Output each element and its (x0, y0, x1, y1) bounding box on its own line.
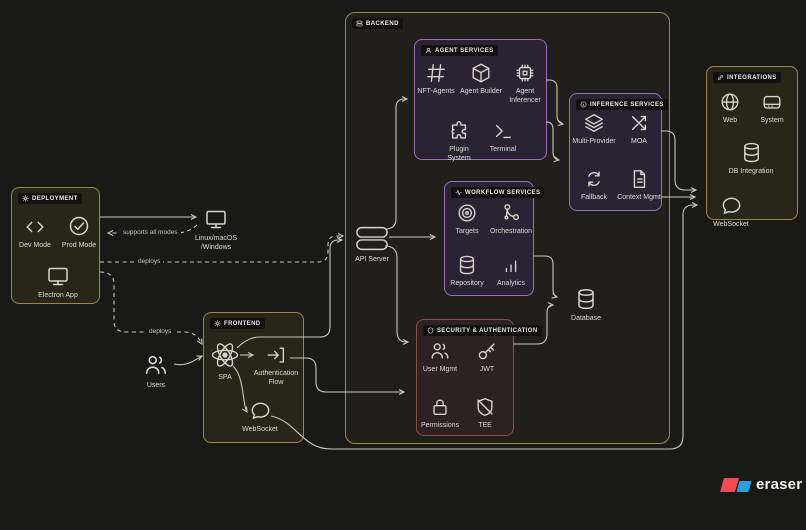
node-orchestration[interactable]: Orchestration (487, 202, 535, 236)
globe-icon (721, 93, 739, 111)
chat-bubble-icon (251, 402, 269, 419)
crossing-arrows-icon (631, 115, 647, 131)
group-inference-services[interactable]: INFERENCE SERVICES Multi-Provider MOA Fa… (569, 93, 668, 211)
node-jwt[interactable]: JWT (470, 340, 504, 374)
node-agent-builder[interactable]: Agent Builder (459, 62, 503, 96)
target-icon (458, 204, 476, 222)
layers-icon (585, 114, 603, 132)
group-workflow-services-header: WORKFLOW SERVICES (451, 187, 545, 198)
node-users[interactable]: Users (134, 352, 178, 390)
node-permissions[interactable]: Permissions (417, 396, 463, 430)
shield-icon (427, 327, 434, 334)
group-deployment-header: DEPLOYMENT (18, 193, 82, 204)
server-box-icon (763, 95, 781, 109)
database-icon (459, 255, 475, 275)
group-agent-services[interactable]: AGENT SERVICES NFT-Agents Agent Builder … (414, 39, 547, 163)
node-prod-mode[interactable]: Prod Mode (58, 214, 100, 250)
node-context-mgmt[interactable]: Context Mgmt (616, 168, 662, 202)
users-icon (431, 343, 449, 359)
group-security[interactable]: SECURITY & AUTHENTICATION User Mgmt JWT … (416, 319, 542, 436)
node-websocket-integration[interactable]: WebSocket (707, 194, 755, 229)
monitor-icon (48, 267, 68, 286)
node-system[interactable]: System (753, 91, 791, 125)
edge-users-spa (173, 355, 204, 366)
group-frontend-header: FRONTEND (210, 318, 265, 329)
server-stack-icon (356, 226, 388, 251)
node-database[interactable]: Database (562, 287, 610, 323)
user-icon (425, 47, 432, 54)
eraser-logo-text: eraser (756, 476, 803, 493)
node-web[interactable]: Web (713, 91, 747, 125)
group-workflow-services[interactable]: WORKFLOW SERVICES Targets Orchestration … (444, 181, 545, 296)
database-icon (578, 288, 594, 310)
activity-icon (455, 189, 462, 196)
node-auth-flow[interactable]: Authentication Flow (251, 344, 301, 387)
node-repository[interactable]: Repository (445, 254, 489, 288)
chip-icon (516, 64, 534, 82)
refresh-icon (588, 171, 600, 187)
gear-icon (214, 320, 221, 327)
node-dev-mode[interactable]: Dev Mode (15, 216, 55, 250)
edge-label-deploys-frontend: deploys (146, 328, 175, 335)
node-websocket-frontend[interactable]: WebSocket (236, 399, 284, 434)
node-plugin-system[interactable]: Plugin System (441, 120, 477, 163)
group-inference-services-header: INFERENCE SERVICES (576, 99, 668, 110)
group-deployment[interactable]: DEPLOYMENT Dev Mode Prod Mode Electron A… (11, 187, 100, 304)
node-analytics[interactable]: Analytics (491, 254, 531, 288)
group-integrations[interactable]: INTEGRATIONS Web System DB Integration W… (706, 66, 798, 228)
key-icon (478, 343, 495, 360)
eraser-logo-mark (714, 476, 752, 493)
node-terminal[interactable]: Terminal (483, 120, 523, 154)
node-nft-agents[interactable]: NFT-Agents (415, 62, 457, 96)
document-icon (633, 170, 646, 188)
bar-chart-icon (505, 260, 517, 273)
node-os-target[interactable]: Linux/macOS/Windows (187, 207, 245, 252)
node-tee[interactable]: TEE (468, 396, 502, 430)
code-icon (26, 221, 44, 233)
group-integrations-header: INTEGRATIONS (713, 72, 781, 83)
users-icon (145, 355, 167, 374)
node-fallback[interactable]: Fallback (575, 168, 613, 202)
puzzle-icon (451, 121, 467, 139)
group-frontend[interactable]: FRONTEND SPA Authentication Flow WebSock… (203, 312, 304, 443)
database-icon (743, 142, 759, 163)
node-targets[interactable]: Targets (448, 202, 486, 236)
node-electron-app[interactable]: Electron App (31, 264, 85, 300)
login-icon (267, 347, 285, 363)
node-api-server[interactable]: API Server (347, 225, 397, 264)
node-spa[interactable]: SPA (207, 340, 243, 382)
chat-bubble-icon (722, 197, 740, 214)
orchestration-icon (504, 204, 520, 221)
group-security-header: SECURITY & AUTHENTICATION (423, 325, 542, 336)
info-icon (580, 101, 587, 108)
hash-icon (427, 64, 445, 82)
node-moa[interactable]: MOA (622, 112, 656, 146)
node-user-mgmt[interactable]: User Mgmt (419, 340, 461, 374)
edge-label-deploys-api: deploys (135, 258, 164, 265)
edge-label-supports-all-modes: supports all modes (120, 229, 181, 236)
group-agent-services-header: AGENT SERVICES (421, 45, 498, 56)
monitor-icon (206, 210, 226, 229)
group-backend[interactable]: BACKEND API Server Database AGENT SERVIC… (345, 12, 670, 444)
node-multi-provider[interactable]: Multi-Provider (570, 112, 618, 146)
terminal-icon (495, 124, 512, 139)
node-agent-inferencer[interactable]: Agent Inferencer (505, 62, 545, 105)
react-atom-icon (211, 343, 239, 367)
lock-icon (433, 399, 447, 416)
server-icon (356, 20, 363, 27)
link-icon (718, 75, 723, 80)
shield-slash-icon (477, 398, 493, 416)
gear-icon (22, 195, 29, 202)
eraser-logo[interactable]: eraser (714, 476, 802, 493)
check-circle-icon (69, 216, 89, 236)
cube-icon (472, 63, 490, 83)
group-backend-header: BACKEND (352, 18, 403, 29)
node-db-integration[interactable]: DB Integration (728, 141, 774, 176)
